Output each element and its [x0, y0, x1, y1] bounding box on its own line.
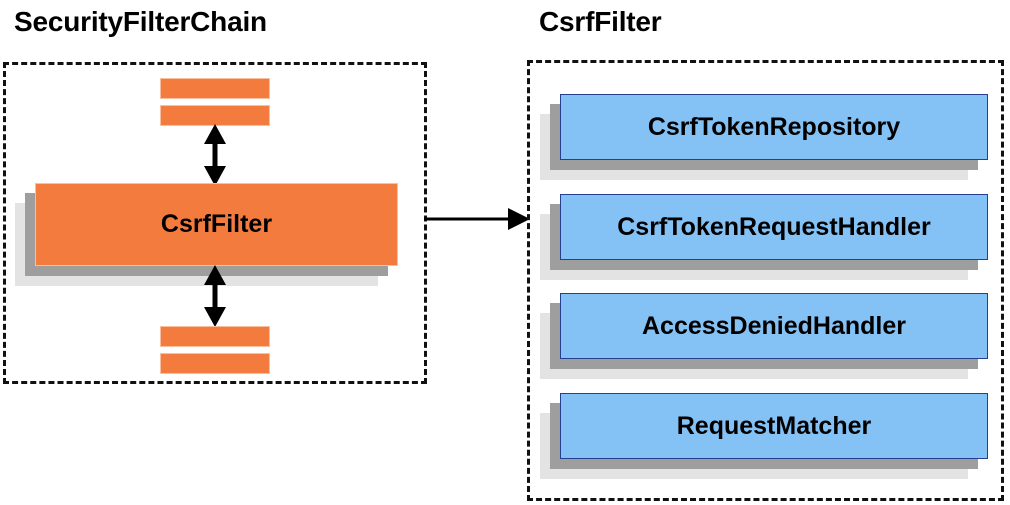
page-title-security-filter-chain: SecurityFilterChain — [14, 6, 267, 37]
double-arrow-below-icon — [204, 265, 226, 327]
group-security-filter-chain — [3, 62, 427, 384]
filter-bar-above-2 — [160, 105, 270, 126]
filter-bar-below-2 — [160, 353, 270, 374]
page-title-csrf-filter: CsrfFilter — [539, 6, 662, 37]
node-request-matcher[interactable]: RequestMatcher — [540, 393, 988, 479]
node-csrf-token-repository[interactable]: CsrfTokenRepository — [540, 94, 988, 180]
node-csrf-filter[interactable]: CsrfFilter — [15, 183, 398, 286]
double-arrow-above-icon — [204, 124, 226, 186]
connector-arrow-icon — [424, 208, 530, 230]
node-label: CsrfTokenRequestHandler — [560, 194, 988, 260]
node-label: RequestMatcher — [560, 393, 988, 459]
node-label: CsrfTokenRepository — [560, 94, 988, 160]
filter-bar-above-1 — [160, 78, 270, 99]
node-csrf-filter-label: CsrfFilter — [35, 183, 398, 266]
group-csrf-filter-detail — [527, 60, 1004, 501]
filter-bar-below-1 — [160, 326, 270, 347]
node-csrf-token-request-handler[interactable]: CsrfTokenRequestHandler — [540, 194, 988, 280]
node-access-denied-handler[interactable]: AccessDeniedHandler — [540, 293, 988, 379]
node-label: AccessDeniedHandler — [560, 293, 988, 359]
